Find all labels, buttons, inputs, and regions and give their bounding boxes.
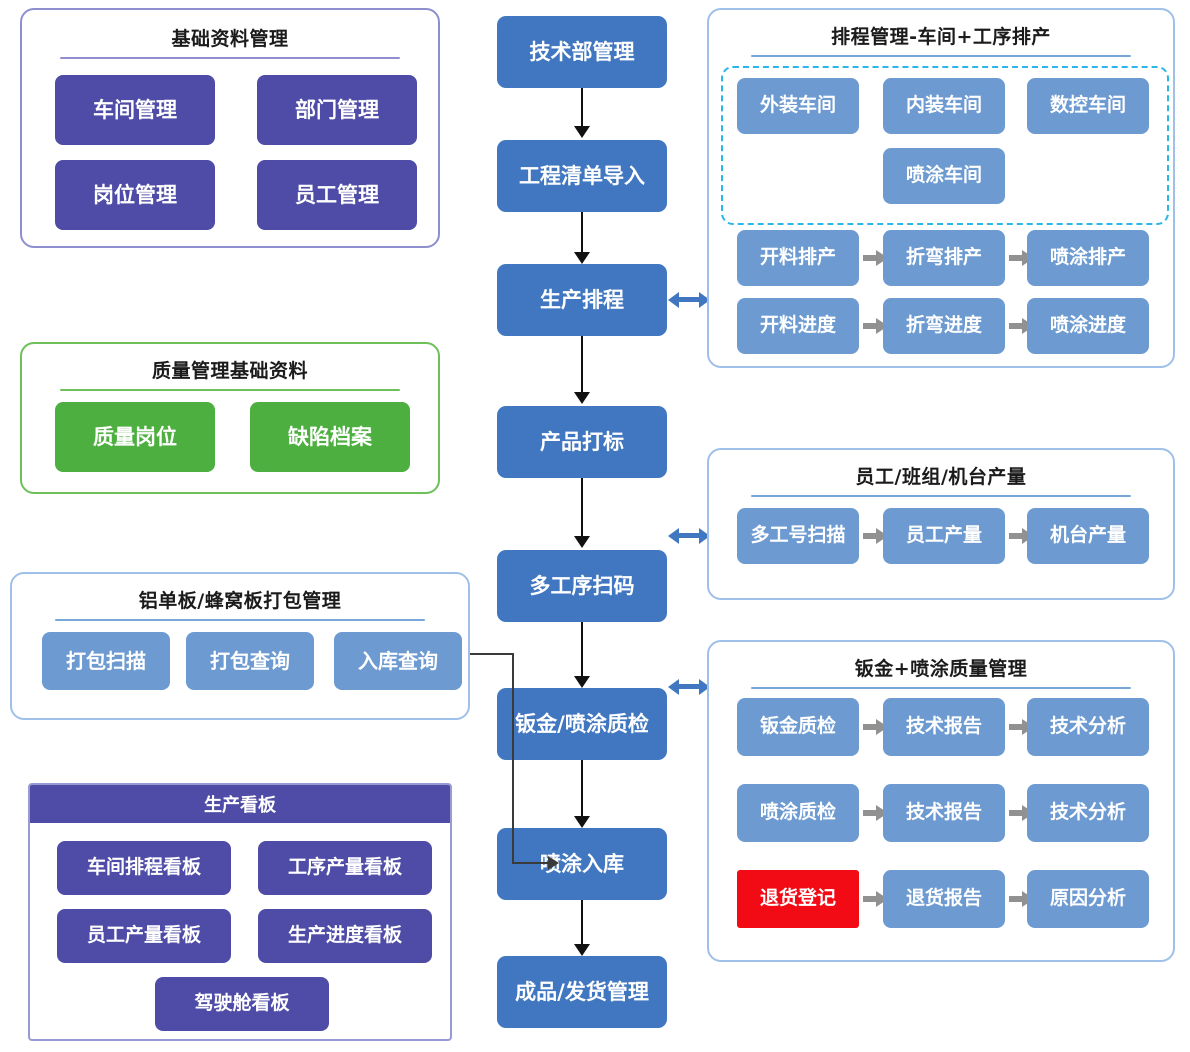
plan-coating[interactable]: 喷涂排产 — [1027, 230, 1149, 286]
arrow-right-icon — [863, 891, 888, 907]
board-item-cockpit[interactable]: 驾驶舱看板 — [155, 977, 329, 1031]
progress-coating[interactable]: 喷涂进度 — [1027, 298, 1149, 354]
panel-quality-management-title: 钣金+喷涂质量管理 — [854, 658, 1028, 680]
panel-base-data: 基础资料管理 车间管理 部门管理 岗位管理 员工管理 — [20, 8, 440, 248]
panel-quality-base-title: 质量管理基础资料 — [151, 360, 308, 382]
board-item-process-output[interactable]: 工序产量看板 — [258, 841, 432, 895]
arrow-right-icon — [863, 528, 888, 544]
packaging-to-warehouse-connector — [512, 862, 550, 864]
qm-return-registration[interactable]: 退货登记 — [737, 870, 859, 928]
plan-bending[interactable]: 折弯排产 — [883, 230, 1005, 286]
flow-step-finished-shipping[interactable]: 成品/发货管理 — [497, 956, 667, 1028]
flow-step-sheetmetal-coating-qc[interactable]: 钣金/喷涂质检 — [497, 688, 667, 760]
panel-production-board-title: 生产看板 — [30, 785, 450, 823]
flow-arrow-head — [574, 816, 590, 828]
panel-packaging-title: 铝单板/蜂窝板打包管理 — [138, 590, 342, 612]
progress-bending[interactable]: 折弯进度 — [883, 298, 1005, 354]
title-divider — [751, 55, 1131, 57]
arrow-right-icon — [1009, 318, 1034, 334]
panel-output-statistics: 员工/班组/机台产量 多工号扫描 员工产量 机台产量 — [707, 448, 1175, 600]
packaging-item-stock-query[interactable]: 入库查询 — [334, 632, 462, 690]
title-divider — [751, 495, 1131, 497]
connector-schedule-panel — [668, 291, 710, 308]
base-item-workshop[interactable]: 车间管理 — [55, 75, 215, 145]
flow-connector-line — [581, 760, 583, 822]
base-item-position[interactable]: 岗位管理 — [55, 160, 215, 230]
packaging-item-query[interactable]: 打包查询 — [186, 632, 314, 690]
base-item-employee[interactable]: 员工管理 — [257, 160, 417, 230]
panel-production-board: 生产看板 车间排程看板 工序产量看板 员工产量看板 生产进度看板 驾驶舱看板 — [28, 783, 452, 1041]
board-item-employee-output[interactable]: 员工产量看板 — [57, 909, 231, 963]
qm-tech-analysis-2[interactable]: 技术分析 — [1027, 784, 1149, 842]
connector-quality-panel — [668, 678, 710, 695]
packaging-item-scan[interactable]: 打包扫描 — [42, 632, 170, 690]
title-divider — [60, 57, 400, 59]
flow-arrow-head — [574, 676, 590, 688]
flow-arrow-head — [574, 252, 590, 264]
arrow-right-icon — [1009, 250, 1034, 266]
title-divider — [55, 619, 425, 621]
qm-tech-report-2[interactable]: 技术报告 — [883, 784, 1005, 842]
qm-tech-analysis-1[interactable]: 技术分析 — [1027, 698, 1149, 756]
flow-arrow-head — [574, 536, 590, 548]
qm-return-report[interactable]: 退货报告 — [883, 870, 1005, 928]
arrow-right-icon — [863, 318, 888, 334]
flow-arrow-head — [574, 126, 590, 138]
arrow-right-icon — [863, 805, 888, 821]
title-divider — [60, 389, 400, 391]
panel-quality-management: 钣金+喷涂质量管理 钣金质检 技术报告 技术分析 喷涂质检 技术报告 技术分析 … — [707, 640, 1175, 962]
packaging-to-warehouse-connector — [470, 653, 514, 655]
arrow-right-icon — [863, 719, 888, 735]
panel-base-data-title: 基础资料管理 — [171, 28, 289, 50]
arrow-right-icon — [1009, 805, 1034, 821]
base-item-department[interactable]: 部门管理 — [257, 75, 417, 145]
arrow-right-icon — [1009, 528, 1034, 544]
board-item-workshop-schedule[interactable]: 车间排程看板 — [57, 841, 231, 895]
output-machine[interactable]: 机台产量 — [1027, 508, 1149, 564]
title-divider — [751, 687, 1131, 689]
quality-item-position[interactable]: 质量岗位 — [55, 402, 215, 472]
flow-connector-line — [581, 622, 583, 682]
arrow-right-icon — [1009, 891, 1034, 907]
flow-arrow-head — [574, 392, 590, 404]
flow-step-multi-process-scan[interactable]: 多工序扫码 — [497, 550, 667, 622]
workshop-interior[interactable]: 内装车间 — [883, 78, 1005, 134]
workshop-coating[interactable]: 喷涂车间 — [883, 148, 1005, 204]
qm-cause-analysis[interactable]: 原因分析 — [1027, 870, 1149, 928]
arrow-right-icon — [1009, 719, 1034, 735]
panel-packaging: 铝单板/蜂窝板打包管理 打包扫描 打包查询 入库查询 — [10, 572, 470, 720]
panel-schedule-management-title: 排程管理-车间+工序排产 — [831, 26, 1051, 48]
flow-step-production-schedule[interactable]: 生产排程 — [497, 264, 667, 336]
panel-output-statistics-title: 员工/班组/机台产量 — [855, 466, 1027, 488]
panel-schedule-management: 排程管理-车间+工序排产 外装车间 内装车间 数控车间 喷涂车间 开料排产 折弯… — [707, 8, 1175, 368]
flow-step-bom-import[interactable]: 工程清单导入 — [497, 140, 667, 212]
flow-step-coating-warehouse[interactable]: 喷涂入库 — [497, 828, 667, 900]
packaging-to-warehouse-connector — [512, 653, 514, 863]
progress-cutting[interactable]: 开料进度 — [737, 298, 859, 354]
output-employee[interactable]: 员工产量 — [883, 508, 1005, 564]
workshop-exterior[interactable]: 外装车间 — [737, 78, 859, 134]
arrow-right-icon — [863, 250, 888, 266]
flow-step-tech-dept[interactable]: 技术部管理 — [497, 16, 667, 88]
qm-tech-report-1[interactable]: 技术报告 — [883, 698, 1005, 756]
flow-connector-line — [581, 336, 583, 398]
connector-output-panel — [668, 527, 710, 544]
flow-connector-line — [581, 900, 583, 950]
qm-sheetmetal-inspection[interactable]: 钣金质检 — [737, 698, 859, 756]
flow-connector-line — [581, 88, 583, 130]
workshop-cnc[interactable]: 数控车间 — [1027, 78, 1149, 134]
packaging-to-warehouse-arrow-head — [548, 856, 559, 870]
plan-cutting[interactable]: 开料排产 — [737, 230, 859, 286]
flow-connector-line — [581, 478, 583, 542]
quality-item-defect-archive[interactable]: 缺陷档案 — [250, 402, 410, 472]
board-item-production-progress[interactable]: 生产进度看板 — [258, 909, 432, 963]
flow-connector-line — [581, 212, 583, 258]
panel-quality-base: 质量管理基础资料 质量岗位 缺陷档案 — [20, 342, 440, 494]
flow-step-product-marking[interactable]: 产品打标 — [497, 406, 667, 478]
qm-coating-inspection[interactable]: 喷涂质检 — [737, 784, 859, 842]
output-multi-id-scan[interactable]: 多工号扫描 — [737, 508, 859, 564]
flow-arrow-head — [574, 944, 590, 956]
workshop-group-dashed-zone — [721, 66, 1169, 225]
